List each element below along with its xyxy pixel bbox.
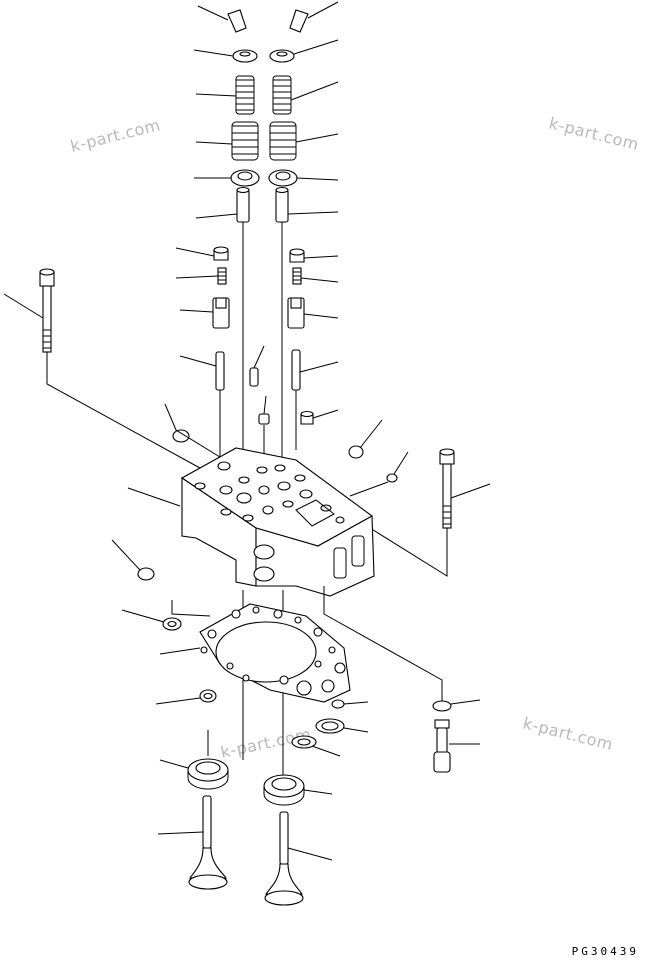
valve-seat-insert-left [159,730,229,790]
valve-seat-insert-right [263,774,333,806]
dowel-center [249,345,265,387]
figure-code: PG30439 [571,945,639,958]
spring-seat-left [194,169,260,187]
valve-right [264,811,333,906]
small-ring-right [331,699,369,709]
watermark-top-left: k-part.com [68,115,162,156]
seal-ring-left [155,689,217,705]
crosshead-left [179,297,230,329]
spring-retainer-right [269,39,339,63]
injector-sleeve [433,719,480,773]
cup-plug-left [111,539,155,581]
o-ring-right-lower [291,735,341,757]
leader-to-sleeve [323,586,443,702]
head-gasket [159,600,351,703]
cup-plug-right [300,409,339,425]
expansion-plug-left [164,403,229,463]
inner-spring-left [195,75,255,115]
outer-spring-right [269,121,339,161]
guide-pin-left [179,351,225,468]
valve-cotter-right [289,1,339,33]
watermark-top-right: k-part.com [547,113,641,154]
plug-small-right [349,451,409,497]
expansion-plug-right [348,419,383,459]
watermark-bottom-right: k-part.com [521,713,615,754]
nut-right [289,248,339,263]
valve-cotter-left [197,5,247,33]
spring-retainer-left [193,49,258,63]
crosshead-right [287,297,339,329]
o-ring-right-mid [315,718,369,734]
o-ring-left [121,609,182,631]
adjust-screw-right [292,267,339,285]
cylinder-head [180,447,375,597]
outer-spring-left [195,121,259,161]
guide-pin-right [291,349,339,450]
valve-left [157,795,228,890]
plug-small-center [258,395,270,425]
sleeve-seal [432,699,481,712]
valve-guide-right [275,186,339,223]
head-bolt-left [3,268,201,469]
inner-spring-right [272,75,339,115]
spring-seat-right [268,169,339,187]
head-bolt-right [369,448,491,577]
leader-cylinder-head [127,487,181,507]
nut-left [175,246,229,261]
valve-guide-left [195,186,250,223]
adjust-screw-left [175,267,227,285]
